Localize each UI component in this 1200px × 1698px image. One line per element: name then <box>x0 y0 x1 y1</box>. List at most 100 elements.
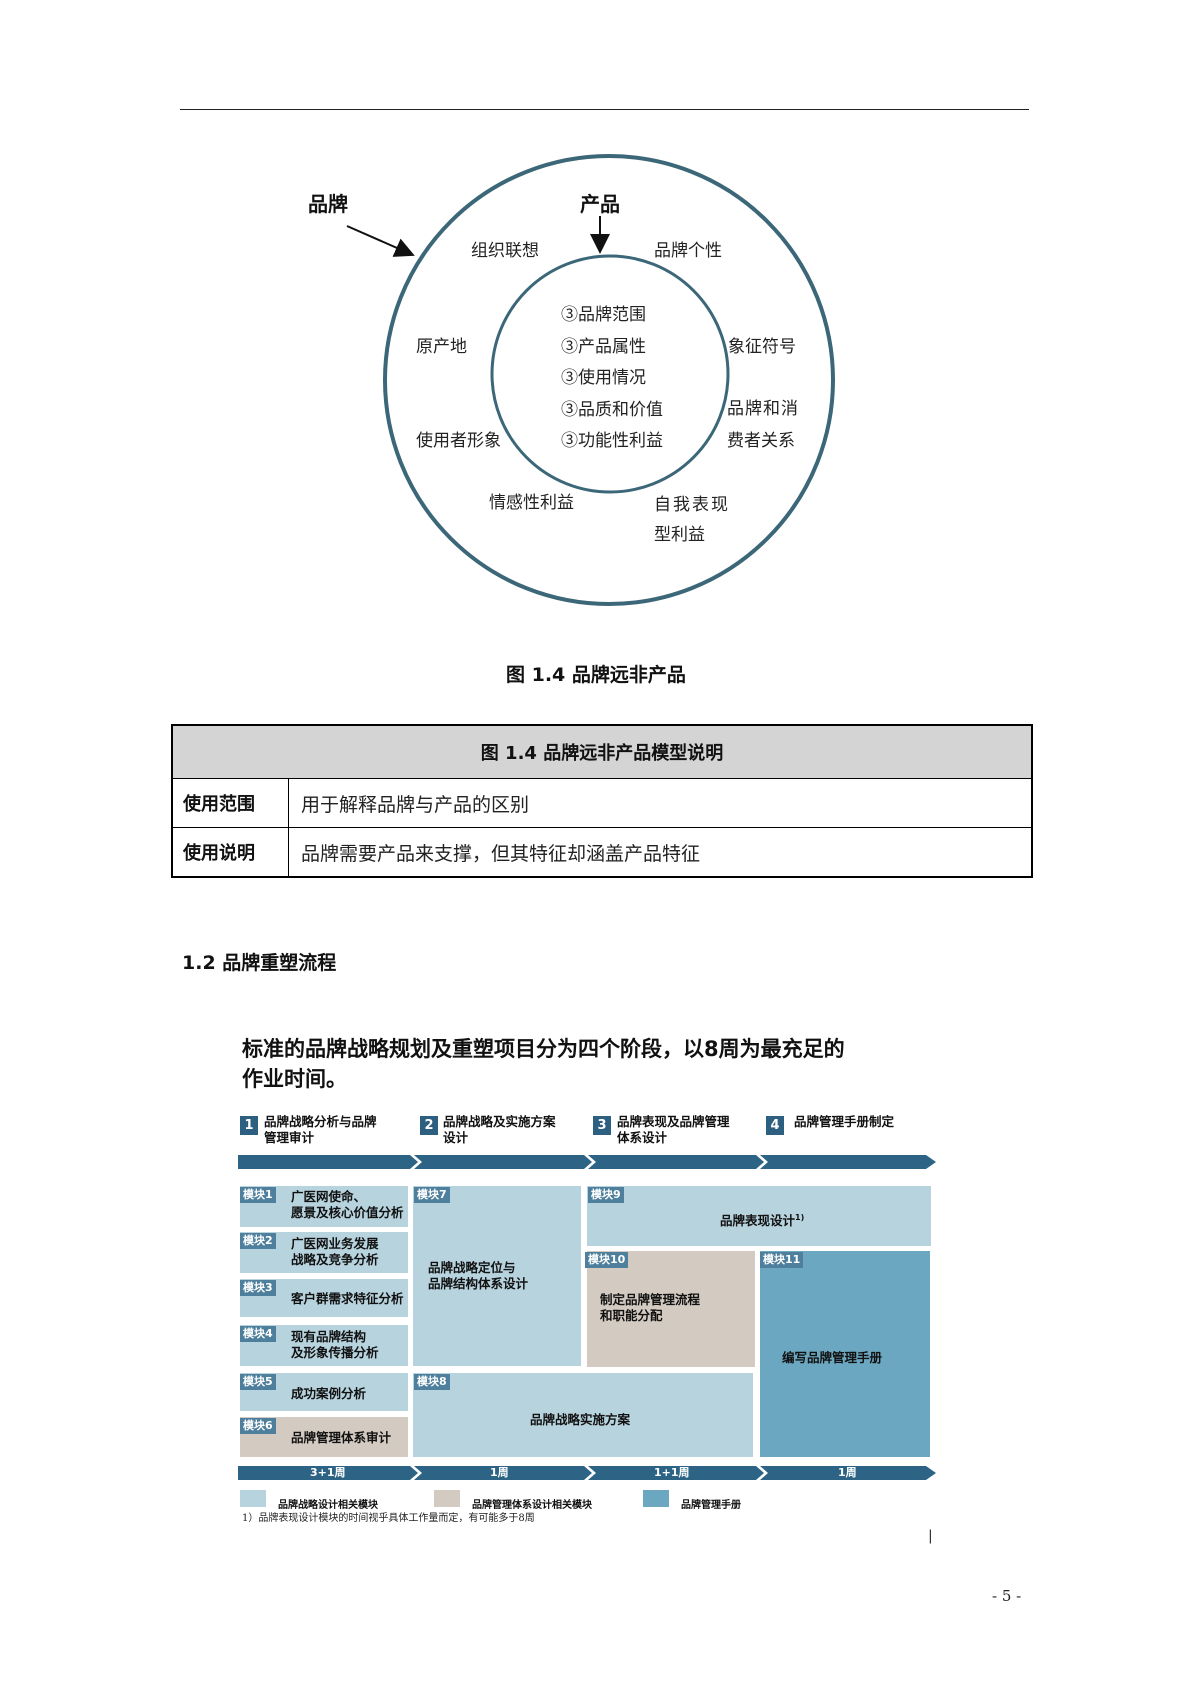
module-label: 品牌表现设计1) <box>720 1210 804 1229</box>
outer-item: 费者关系 <box>727 431 795 451</box>
brand-arrow <box>346 225 415 257</box>
phase-number: 2 <box>420 1116 438 1135</box>
brand-product-diagram: 品牌 产品 组织联想 品牌个性 原产地 象征符号 品牌和消 费者关系 使用者形象… <box>0 0 1200 640</box>
module-label-line: 制定品牌管理流程 <box>600 1292 701 1307</box>
phase-label: 品牌表现及品牌管理 体系设计 <box>617 1114 730 1146</box>
outer-item: 使用者形象 <box>416 431 501 451</box>
figure-caption: 图 1.4 品牌远非产品 <box>506 664 686 686</box>
module-label: 成功案例分析 <box>291 1386 367 1401</box>
module-label-line: 现有品牌结构 <box>291 1329 367 1344</box>
row-value: 品牌需要产品来支撑，但其特征却涵盖产品特征 <box>288 827 1033 878</box>
gantt-title-line1: 标准的品牌战略规划及重塑项目分为四个阶段，以8周为最充足的 <box>242 1037 845 1061</box>
phase-label: 品牌管理手册制定 <box>794 1114 894 1130</box>
outer-item: 型利益 <box>654 525 705 545</box>
duration-label: 1+1周 <box>654 1466 690 1479</box>
module-label: 品牌战略定位与 品牌结构体系设计 <box>428 1260 528 1292</box>
module-label: 客户群需求特征分析 <box>291 1291 404 1306</box>
module-label-line: 战略及竞争分析 <box>291 1252 379 1267</box>
diagram-shapes <box>346 154 835 606</box>
inner-item: ③使用情况 <box>561 368 646 388</box>
module-box <box>413 1373 753 1457</box>
module-tag: 模块3 <box>240 1280 276 1296</box>
outer-item: 象征符号 <box>728 337 796 357</box>
gantt-title: 标准的品牌战略规划及重塑项目分为四个阶段，以8周为最充足的 作业时间。 <box>242 1034 942 1094</box>
module-tag: 模块7 <box>414 1187 450 1203</box>
inner-circle <box>490 254 730 494</box>
module-tag: 模块6 <box>240 1418 276 1434</box>
module-label: 制定品牌管理流程 和职能分配 <box>600 1292 700 1324</box>
gantt-footnote: 1）品牌表现设计模块的时间视乎具体工作量而定，有可能多于8周 <box>242 1513 535 1524</box>
page-number: - 5 - <box>992 1587 1022 1605</box>
inner-item: ③产品属性 <box>561 337 646 357</box>
outer-item: 自我表现 <box>654 495 730 515</box>
module-label-line: 及形象传播分析 <box>291 1345 379 1360</box>
model-description-table: 图 1.4 品牌远非产品模型说明 使用范围 用于解释品牌与产品的区别 使用说明 … <box>171 724 1033 878</box>
module-label-text: 品牌表现设计 <box>720 1213 796 1229</box>
row-value: 用于解释品牌与产品的区别 <box>288 778 1033 828</box>
module-tag: 模块4 <box>240 1326 276 1342</box>
row-label: 使用说明 <box>171 827 289 878</box>
outer-circle <box>383 154 835 606</box>
module-tag: 模块2 <box>240 1233 276 1249</box>
phase-arrow-bar <box>238 1155 936 1169</box>
outer-item: 品牌个性 <box>654 241 722 261</box>
phase-number: 3 <box>593 1116 611 1135</box>
legend-label: 品牌战略设计相关模块 <box>278 1500 378 1511</box>
outer-item: 原产地 <box>416 337 467 357</box>
stray-mark: | <box>928 1528 933 1544</box>
module-box <box>760 1251 930 1457</box>
module-tag: 模块11 <box>760 1252 804 1268</box>
duration-label: 1周 <box>838 1466 857 1479</box>
phase-label-line: 品牌管理手册制定 <box>794 1114 895 1129</box>
module-label-line: 广医网业务发展 <box>291 1236 379 1251</box>
row-label: 使用范围 <box>171 778 289 828</box>
module-tag: 模块10 <box>585 1252 629 1268</box>
legend-swatch <box>240 1490 266 1507</box>
table-row: 使用范围 用于解释品牌与产品的区别 <box>171 778 1033 828</box>
outer-item: 品牌和消 <box>727 399 799 419</box>
phase-label-line: 品牌表现及品牌管理 <box>617 1114 730 1129</box>
phase-label-line: 体系设计 <box>617 1130 668 1145</box>
module-tag: 模块5 <box>240 1374 276 1390</box>
phase-label-line: 设计 <box>443 1130 469 1145</box>
legend-swatch <box>643 1490 669 1507</box>
table-header-row: 图 1.4 品牌远非产品模型说明 <box>171 724 1033 779</box>
table-row: 使用说明 品牌需要产品来支撑，但其特征却涵盖产品特征 <box>171 827 1033 878</box>
duration-arrow-bar <box>238 1466 936 1480</box>
legend-label: 品牌管理体系设计相关模块 <box>472 1500 592 1511</box>
duration-label: 1周 <box>490 1466 509 1479</box>
module-label: 现有品牌结构 及形象传播分析 <box>291 1329 379 1361</box>
module-box <box>587 1186 931 1246</box>
inner-item: ③品质和价值 <box>561 400 663 420</box>
module-tag: 模块1 <box>240 1187 276 1203</box>
module-label: 品牌管理体系审计 <box>291 1430 392 1445</box>
outer-item: 情感性利益 <box>489 493 574 513</box>
module-label-line: 和职能分配 <box>600 1308 663 1323</box>
module-label-line: 品牌战略定位与 <box>428 1260 516 1275</box>
header-rule <box>180 109 1029 110</box>
module-label-line: 愿景及核心价值分析 <box>291 1205 404 1220</box>
module-tag: 模块8 <box>414 1374 450 1390</box>
phase-label: 品牌战略分析与品牌 管理审计 <box>264 1114 377 1146</box>
duration-label: 3+1周 <box>310 1466 346 1479</box>
module-box <box>413 1186 581 1366</box>
phase-label-line: 品牌战略分析与品牌 <box>264 1114 377 1129</box>
module-label: 广医网业务发展 战略及竞争分析 <box>291 1236 379 1268</box>
section-title: 1.2 品牌重塑流程 <box>182 952 337 974</box>
gantt-title-line2: 作业时间。 <box>242 1067 347 1091</box>
module-label: 品牌战略实施方案 <box>530 1412 631 1427</box>
phase-number: 1 <box>240 1116 258 1135</box>
legend-swatch <box>434 1490 460 1507</box>
module-label: 编写品牌管理手册 <box>782 1350 883 1365</box>
product-label: 产品 <box>580 192 620 216</box>
phase-label-line: 管理审计 <box>264 1130 315 1145</box>
phase-number: 4 <box>766 1116 784 1135</box>
brand-label: 品牌 <box>308 192 348 216</box>
module-tag: 模块9 <box>588 1187 624 1203</box>
phase-label-line: 品牌战略及实施方案 <box>443 1114 556 1129</box>
phase-label: 品牌战略及实施方案 设计 <box>443 1114 556 1146</box>
module-label-line: 广医网使命、 <box>291 1189 367 1204</box>
footnote-marker: 1) <box>795 1213 805 1222</box>
inner-item: ③品牌范围 <box>561 305 646 325</box>
legend-label: 品牌管理手册 <box>681 1500 741 1511</box>
